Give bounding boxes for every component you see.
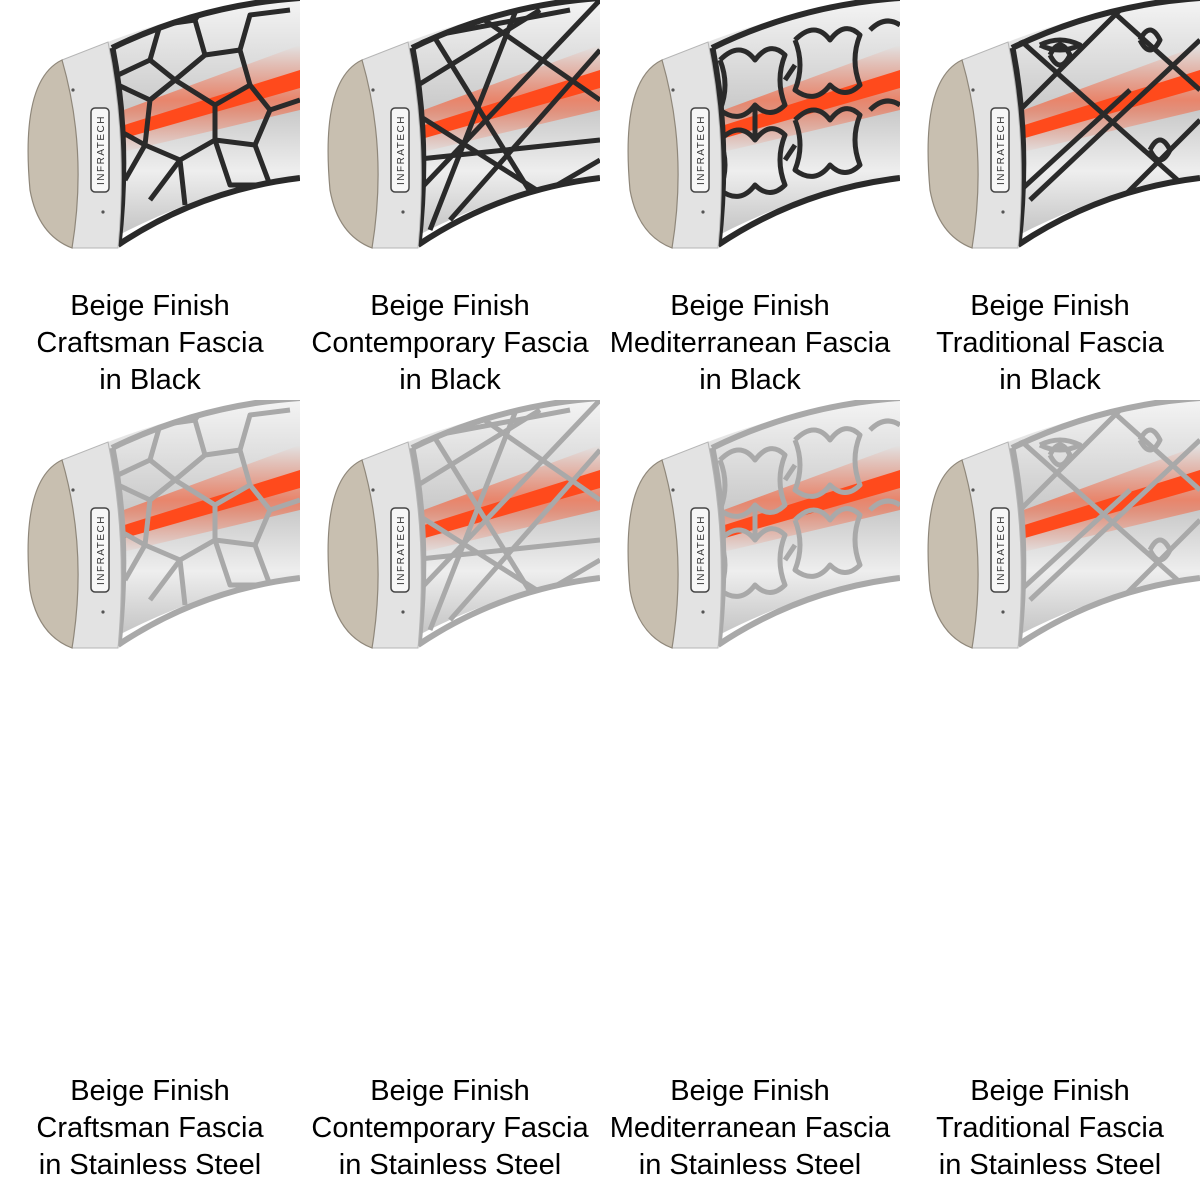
- caption-finish: Beige Finish: [670, 290, 830, 322]
- caption-fascia-style: Craftsman Fascia: [36, 1112, 264, 1144]
- caption-finish: Beige Finish: [70, 1075, 230, 1107]
- heater-image: INFRATECH: [927, 400, 1200, 649]
- caption-fascia-style: Contemporary Fascia: [311, 327, 589, 359]
- caption-finish: Beige Finish: [970, 1075, 1130, 1107]
- heater-image: INFRATECH: [327, 0, 600, 249]
- brand-label: INFRATECH: [396, 515, 407, 585]
- caption-fascia-material: in Stainless Steel: [938, 1149, 1162, 1181]
- heater-image: INFRATECH: [327, 400, 600, 649]
- brand-label: INFRATECH: [996, 515, 1007, 585]
- heater-image: INFRATECH: [627, 400, 900, 649]
- caption-fascia-style: Traditional Fascia: [936, 1112, 1164, 1144]
- caption-finish: Beige Finish: [970, 290, 1130, 322]
- brand-label: INFRATECH: [96, 115, 107, 185]
- caption-fascia-material: in Black: [399, 364, 501, 396]
- caption-fascia-style: Mediterranean Fascia: [609, 1112, 891, 1144]
- caption-fascia-material: in Stainless Steel: [638, 1149, 862, 1181]
- brand-label: INFRATECH: [696, 115, 707, 185]
- heater-image: INFRATECH: [927, 0, 1200, 249]
- caption-fascia-style: Contemporary Fascia: [311, 1112, 589, 1144]
- brand-label: INFRATECH: [696, 515, 707, 585]
- caption-fascia-material: in Black: [999, 364, 1101, 396]
- caption-fascia-style: Craftsman Fascia: [36, 327, 264, 359]
- brand-label: INFRATECH: [996, 115, 1007, 185]
- caption-finish: Beige Finish: [370, 1075, 530, 1107]
- caption-fascia-style: Mediterranean Fascia: [609, 327, 891, 359]
- caption-finish: Beige Finish: [70, 290, 230, 322]
- caption-fascia-style: Traditional Fascia: [936, 327, 1164, 359]
- caption-finish: Beige Finish: [670, 1075, 830, 1107]
- heater-image: INFRATECH: [27, 0, 300, 249]
- caption-fascia-material: in Stainless Steel: [38, 1149, 262, 1181]
- heater-image: INFRATECH: [627, 0, 900, 249]
- caption-finish: Beige Finish: [370, 290, 530, 322]
- brand-label: INFRATECH: [396, 115, 407, 185]
- caption-fascia-material: in Black: [99, 364, 201, 396]
- heater-image: INFRATECH: [27, 400, 300, 649]
- caption-fascia-material: in Stainless Steel: [338, 1149, 562, 1181]
- brand-label: INFRATECH: [96, 515, 107, 585]
- caption-fascia-material: in Black: [699, 364, 801, 396]
